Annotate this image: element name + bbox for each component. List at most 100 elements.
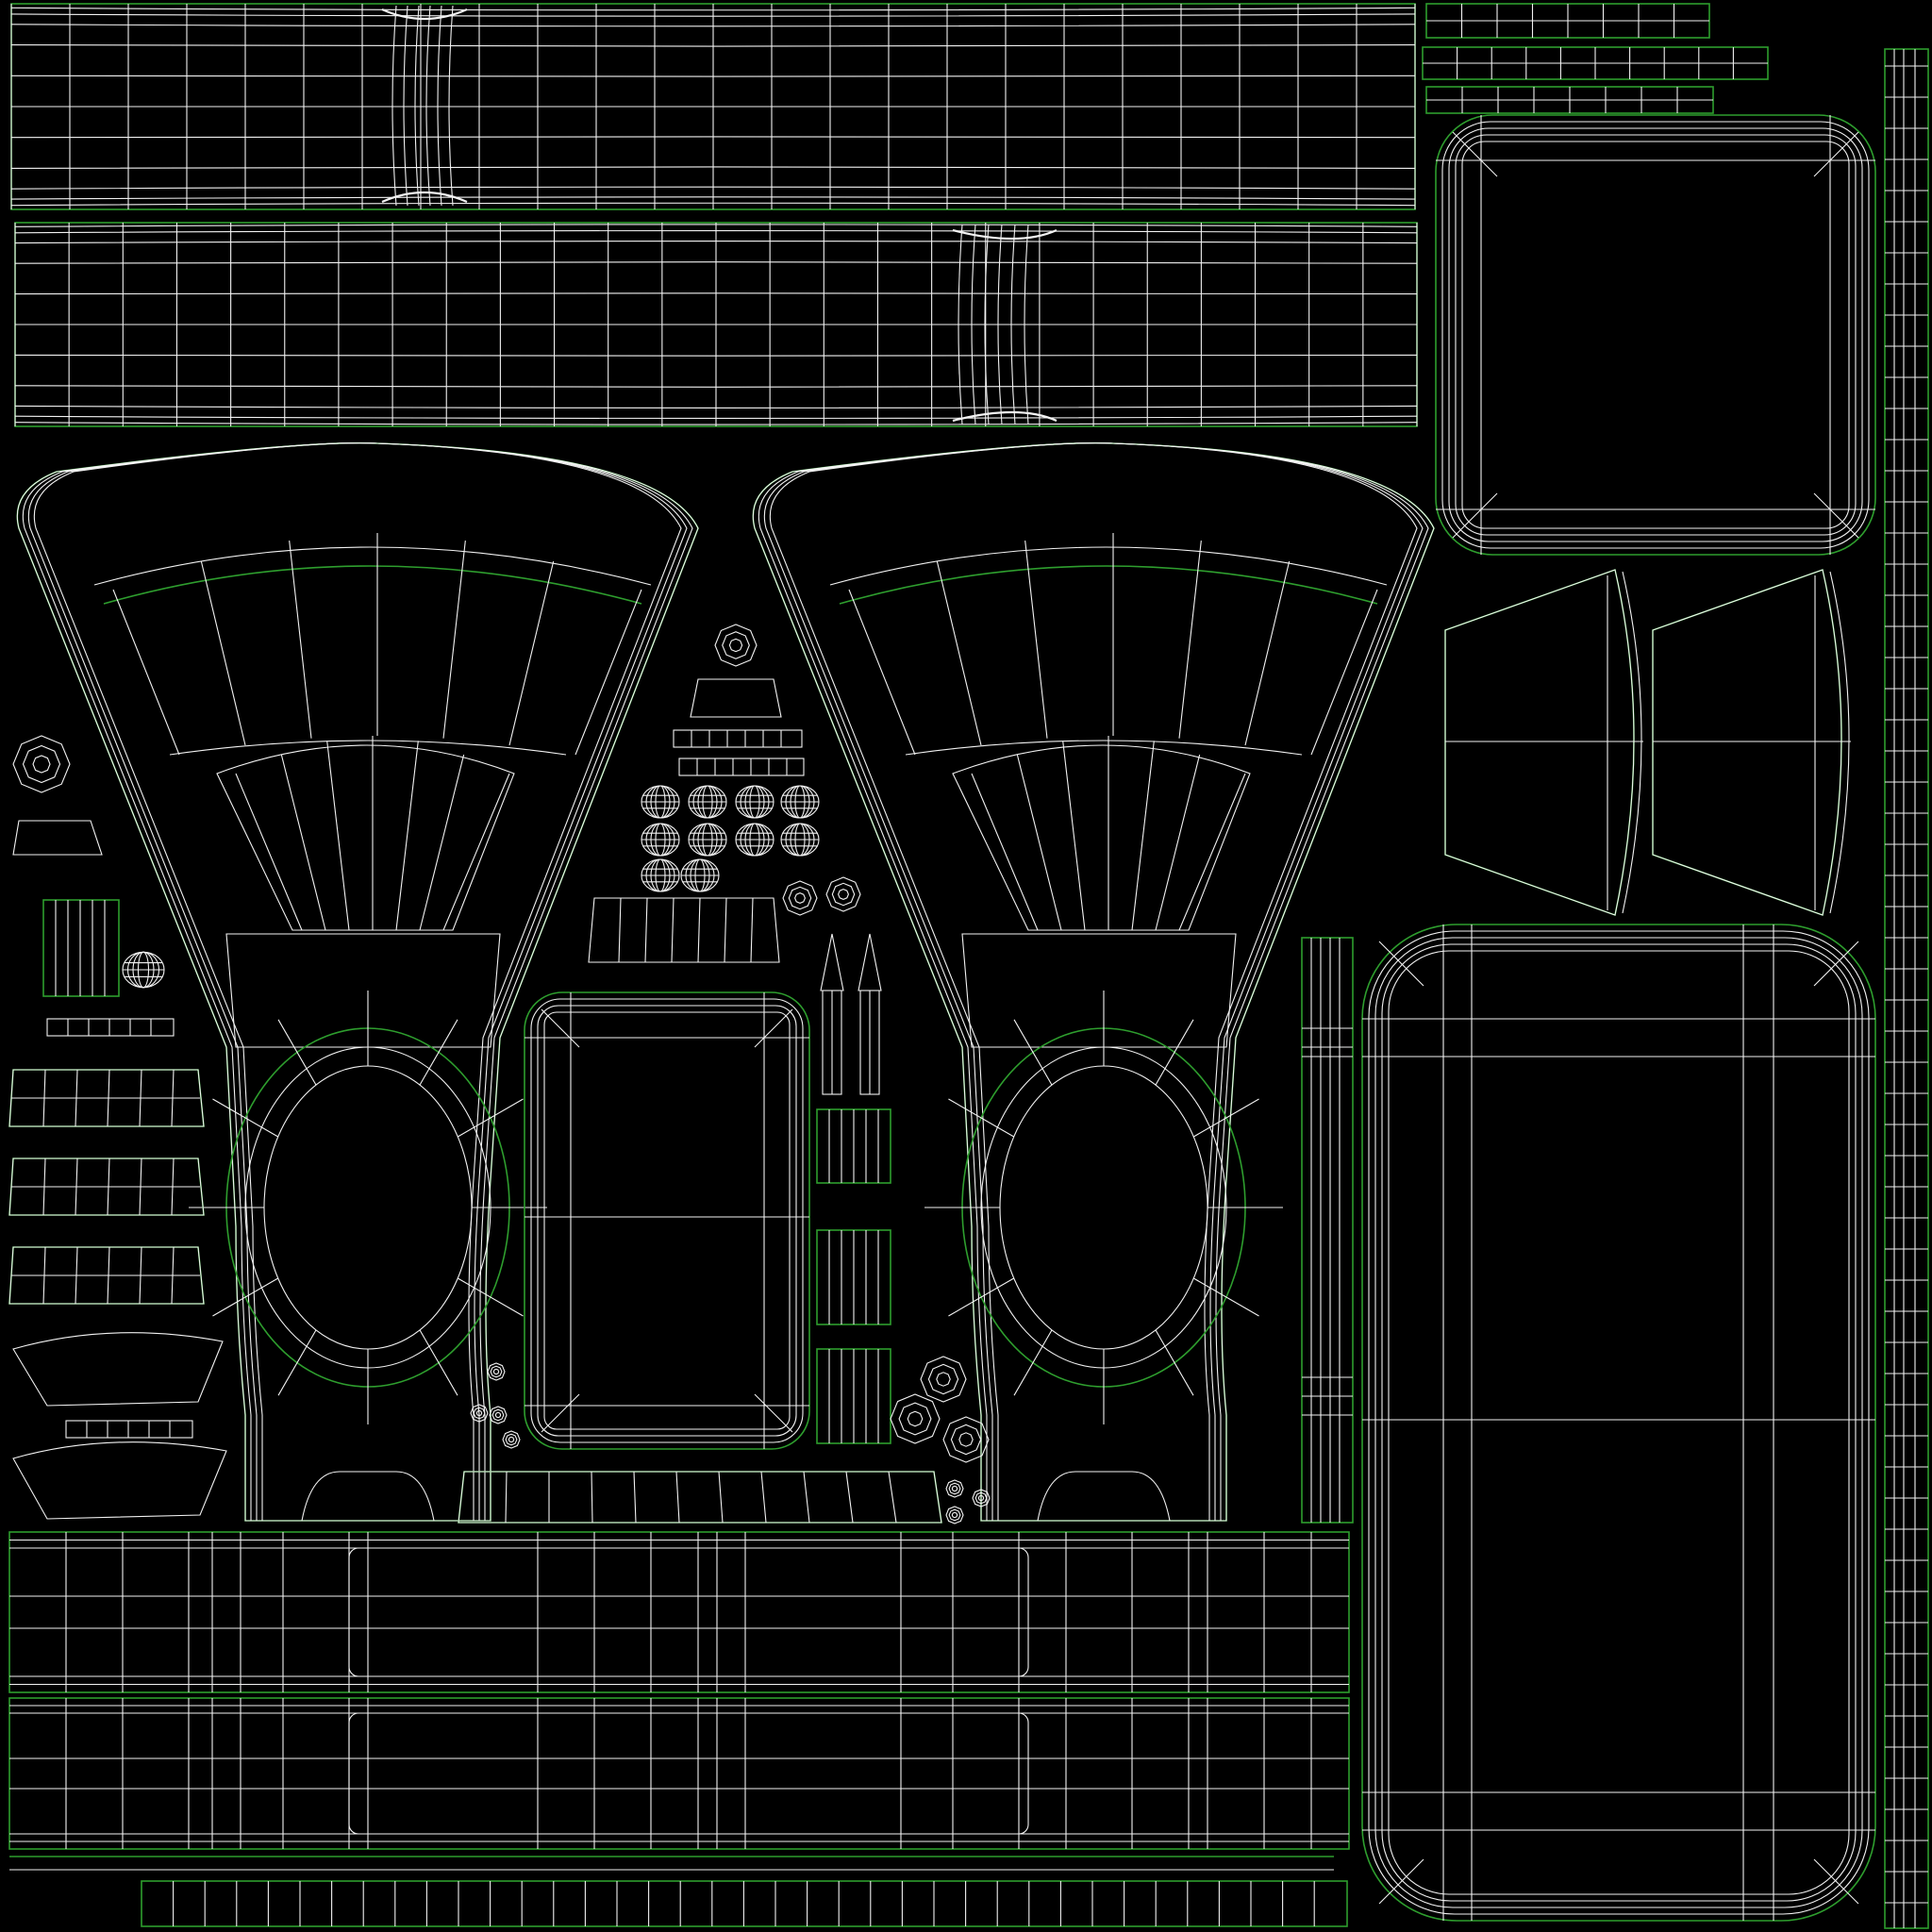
small-grid-strip [46,1018,175,1037]
panel-bevel-ring [1435,114,1876,556]
trapezoid-rim [1829,571,1850,914]
tube-pinch-loop [984,224,990,425]
bolt-mid [831,882,856,907]
speaker-foot [1037,1471,1171,1522]
bolt-outer [945,1506,964,1524]
tube-pinch-top [381,8,468,21]
bevel-corner-spoke [1813,1858,1859,1905]
bolt-mid [788,886,812,910]
neck-quad [225,933,501,1048]
bevel-corner-spoke [1378,941,1424,987]
horn-spoke [1024,540,1048,739]
center-bar-cell [845,1471,854,1524]
small-parts-cluster [470,624,991,1524]
rounded-panel-small [1435,114,1876,556]
cone-spoke [1062,741,1086,931]
horn-upper-rim [93,546,652,586]
bolt-outer [470,1404,489,1423]
oval-spoke [277,1329,317,1396]
bolt-outer [502,1430,521,1449]
center-bevel-ring [543,1011,791,1430]
vertical-rail-right [1884,48,1929,1929]
center-bar-wire [458,1471,942,1524]
speaker-bevel-loop [33,442,682,1522]
bottom-strip-outline [8,1531,1350,1693]
top-tube-strip-upper [10,3,1416,210]
bevel-corner-spoke [754,1393,793,1433]
cone-spoke [442,773,510,931]
center-bar-cell [591,1471,593,1524]
tube-pinch-loop [437,5,442,207]
center-bar-cell [888,1471,897,1524]
bolt-inner [977,1494,985,1502]
center-bottom-bar [458,1471,942,1524]
oval-spoke [212,1277,279,1317]
bolt-outer [825,876,861,912]
speaker-bevel-loop [769,442,1418,1522]
horn-upper-rim-seam [839,565,1378,605]
center-bar-cell [633,1471,637,1524]
bracket-shape [12,1441,227,1520]
bolt-mid [473,1407,486,1420]
small-grid-strip [673,729,803,748]
bevel-corner-spoke [1813,941,1859,987]
center-bar-cell [675,1471,680,1524]
cone-spoke [280,754,326,931]
center-bar-cell [760,1471,767,1524]
tube-pinch-loop [1024,224,1029,425]
small-cap-cell [644,897,648,963]
rounded-panel-large [1361,924,1876,1922]
bottom-thin-strip [9,1856,1348,1927]
panel-bevel-ring [1361,924,1876,1922]
horn-spoke [289,540,312,739]
bolt-mid [505,1433,518,1446]
tube-pinch-loop [958,224,963,425]
bolt-outer [920,1356,967,1403]
horn-mid-rim [169,740,567,756]
panel-bevel-ring [1455,134,1857,536]
cone-spoke [1131,741,1155,931]
horn-upper-rim-seam [103,565,642,605]
bolt-outer [890,1393,941,1444]
center-bevel-ring [537,1005,797,1437]
bevel-corner-spoke [754,1008,793,1048]
center-rounded-rect [524,991,810,1450]
bolt-outer [942,1416,990,1463]
tube-pinch-loop [403,5,408,207]
horn-spoke [1178,540,1202,739]
tube-pinch-top [952,228,1058,241]
small-cap-cell [724,897,727,963]
bolt-outer [12,735,71,793]
horn-spoke [442,540,466,739]
left-small-parts [8,735,227,1520]
panel-bevel-ring [1441,121,1870,549]
oval-spoke [1155,1329,1194,1396]
bolt-inner [508,1436,515,1443]
bolt-inner [907,1410,924,1427]
tube-pinch-loop [997,224,1003,425]
cone-spoke [971,773,1039,931]
bolt-mid [948,1482,961,1495]
bevel-corner-spoke [1378,1858,1424,1905]
bevel-corner-spoke [541,1393,580,1433]
horn-spoke [200,560,246,746]
tube-pinch-loop [391,5,397,207]
small-cap-strip [588,897,780,963]
rail-outline [1301,937,1354,1524]
oval-spoke [1013,1019,1053,1086]
horn-spoke [575,589,642,756]
small-trapezoid [690,678,782,718]
oval-spoke [457,1277,524,1317]
cone-spoke [395,741,419,931]
bottom-strip-lower [8,1697,1350,1850]
bolt-outer [489,1406,508,1424]
cone-spoke [326,741,350,931]
small-cap-cell [750,897,754,963]
oval-spoke [457,1098,524,1138]
tube-pinch-loop [414,5,420,207]
oval-spoke [948,1277,1015,1317]
speaker-foot [301,1471,435,1522]
panel-bevel-ring [1461,141,1850,529]
